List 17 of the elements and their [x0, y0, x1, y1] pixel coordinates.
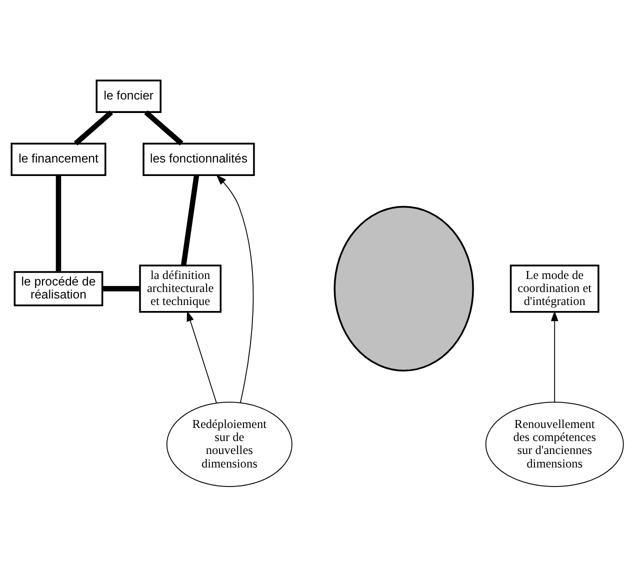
node-cloud	[334, 206, 474, 372]
node-box: Le mode de coordination et d'intégration	[510, 264, 600, 313]
node-box: le procédé de réalisation	[14, 271, 104, 306]
node-box: la définition architecturale et technique	[139, 264, 222, 313]
node-box: le foncier	[96, 80, 162, 113]
connector	[102, 286, 140, 292]
arrow	[216, 174, 254, 404]
node-ellipse: Renouvellement des compétences sur d'anciennes dimensions	[485, 402, 624, 488]
connector	[74, 110, 113, 146]
connector	[56, 175, 62, 272]
connector	[144, 110, 184, 146]
node-box: les fonctionnalités	[142, 142, 255, 176]
node-box: le financement	[10, 142, 106, 176]
connector	[180, 175, 200, 266]
arrow	[186, 310, 217, 404]
arrow	[550, 310, 558, 402]
node-ellipse: Redéploiement sur de nouvelles dimensions	[166, 402, 292, 488]
